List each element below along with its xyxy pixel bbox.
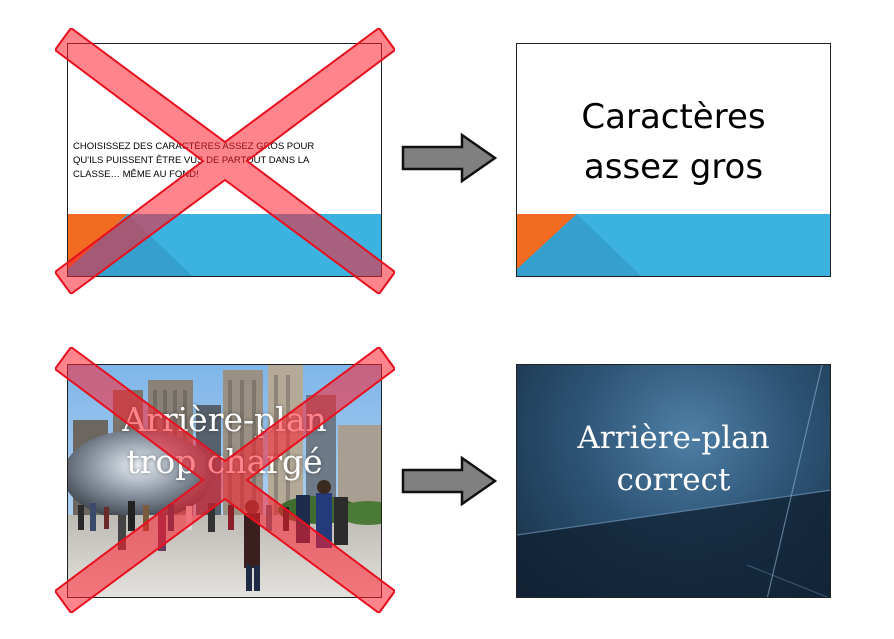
busy-background-title: Arrière-plan trop chargé [68,399,381,483]
small-text-line-3: CLASSE… MÊME AU FOND! [73,169,199,180]
slide-small-text-body: CHOISISSEZ DES CARACTÈRES ASSEZ GROS POU… [73,140,353,182]
clean-background-title: Arrière-plan correct [517,417,830,501]
slide-busy-background: Arrière-plan trop chargé [67,364,382,598]
busy-title-line-1: Arrière-plan [122,400,327,439]
right-arrow-icon [401,455,498,507]
slide-band [68,214,381,276]
slide-clean-background: Arrière-plan correct [516,364,831,598]
large-text-line-1: Caractères [581,97,766,137]
clean-title-line-2: correct [616,462,731,498]
slide-band [517,214,830,276]
slide-large-text-title: Caractères assez gros [517,92,830,192]
large-text-line-2: assez gros [583,147,764,187]
clean-background-decor [517,365,830,597]
busy-title-line-2: trop chargé [126,442,323,481]
small-text-line-1: CHOISISSEZ DES CARACTÈRES ASSEZ GROS POU… [73,141,315,152]
right-arrow-icon [401,132,498,184]
slide-large-text: Caractères assez gros [516,43,831,277]
small-text-line-2: QU'ILS PUISSENT ÊTRE VUS DE PARTOUT DANS… [73,155,310,166]
slide-small-text: CHOISISSEZ DES CARACTÈRES ASSEZ GROS POU… [67,43,382,277]
clean-title-line-1: Arrière-plan [577,420,770,456]
